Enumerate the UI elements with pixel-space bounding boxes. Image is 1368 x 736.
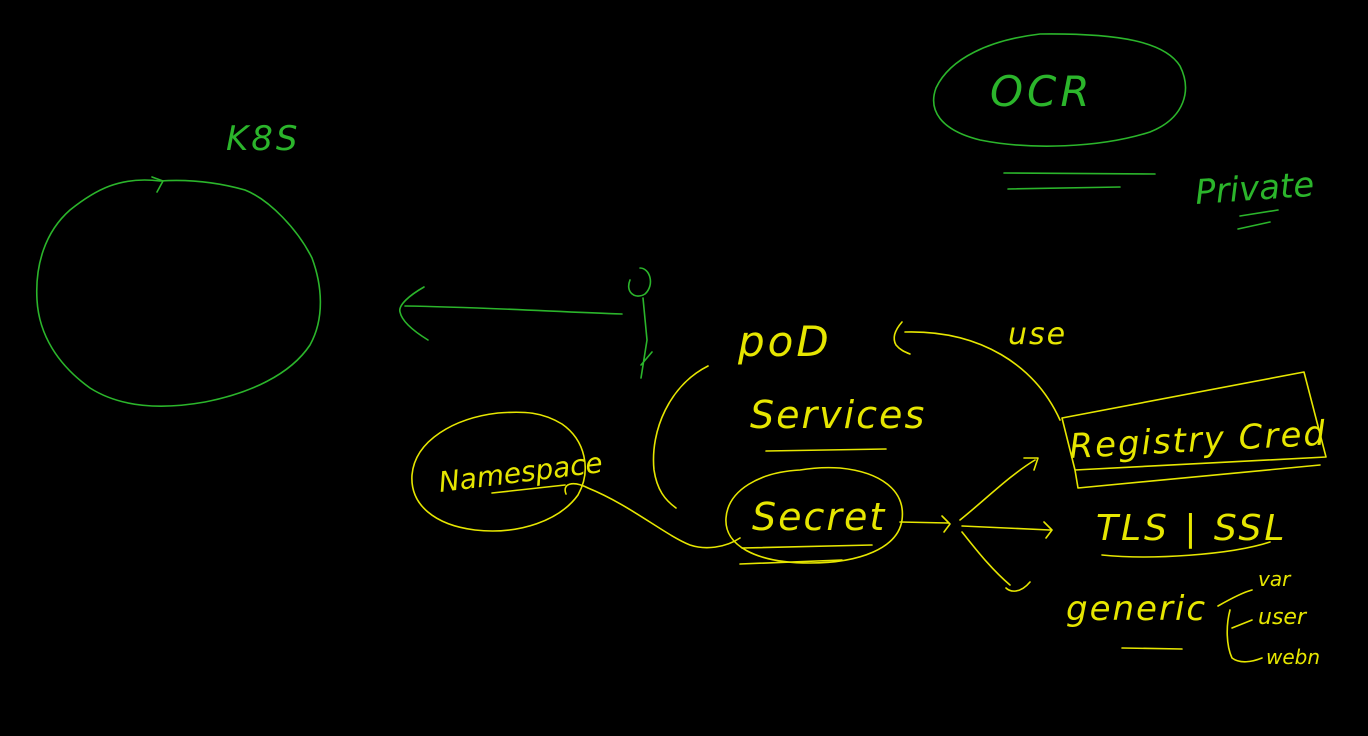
k8s-cluster-circle <box>35 179 322 407</box>
namespace-ellipse <box>411 411 586 532</box>
branch-to-registry <box>959 457 1039 521</box>
namespace-to-secret-connector <box>564 482 741 549</box>
pin-marker <box>627 267 653 379</box>
k8s-circle-tick <box>151 176 164 193</box>
registry-cred-box <box>1061 371 1327 489</box>
ocr-group: OCR Private <box>932 33 1316 230</box>
generic-group: generic var user webn <box>1066 567 1320 669</box>
private-underline <box>1237 209 1279 230</box>
ocr-underline-1 <box>1003 172 1156 175</box>
secret-group: Secret <box>725 466 904 565</box>
generic-label: generic <box>1066 589 1207 629</box>
branch-stem <box>899 515 951 533</box>
secret-underline <box>739 544 873 565</box>
branch-to-tls <box>961 521 1053 539</box>
ocr-label: OCR <box>990 67 1094 116</box>
pod-label: poD <box>737 317 832 366</box>
services-label: Services <box>750 393 926 437</box>
secret-ellipse <box>725 466 904 564</box>
services-underline <box>765 448 887 452</box>
private-label: Private <box>1194 165 1316 213</box>
ocr-ellipse <box>932 33 1187 147</box>
use-arrow-group: use <box>893 317 1067 421</box>
tls-ssl-group: TLS | SSL <box>1096 508 1287 558</box>
use-label: use <box>1008 317 1067 352</box>
use-arrow-curve <box>904 331 1061 421</box>
secret-branches <box>899 457 1053 592</box>
arrow-to-cluster-head <box>399 286 429 341</box>
branch-to-generic <box>961 531 1031 592</box>
use-arrow-head <box>893 321 911 355</box>
arrow-to-cluster-line <box>404 305 623 315</box>
pod-bracket <box>652 365 709 509</box>
secret-label: Secret <box>752 495 886 539</box>
generic-webn-label: webn <box>1266 645 1320 669</box>
k8s-label: K8S <box>226 119 301 159</box>
generic-underline <box>1121 647 1183 650</box>
k8s-cluster-group: K8S <box>35 119 322 407</box>
generic-var-label: var <box>1258 567 1292 591</box>
services-group: Services <box>750 393 926 452</box>
pod-group: poD <box>652 317 832 509</box>
tls-ssl-label: TLS | SSL <box>1096 508 1287 549</box>
arrow-to-cluster-group <box>399 267 653 379</box>
ocr-underline-2 <box>1007 186 1121 190</box>
namespace-underline <box>491 484 566 494</box>
generic-user-label: user <box>1258 605 1308 630</box>
generic-bracket <box>1217 589 1263 663</box>
tls-ssl-underline <box>1101 541 1271 558</box>
